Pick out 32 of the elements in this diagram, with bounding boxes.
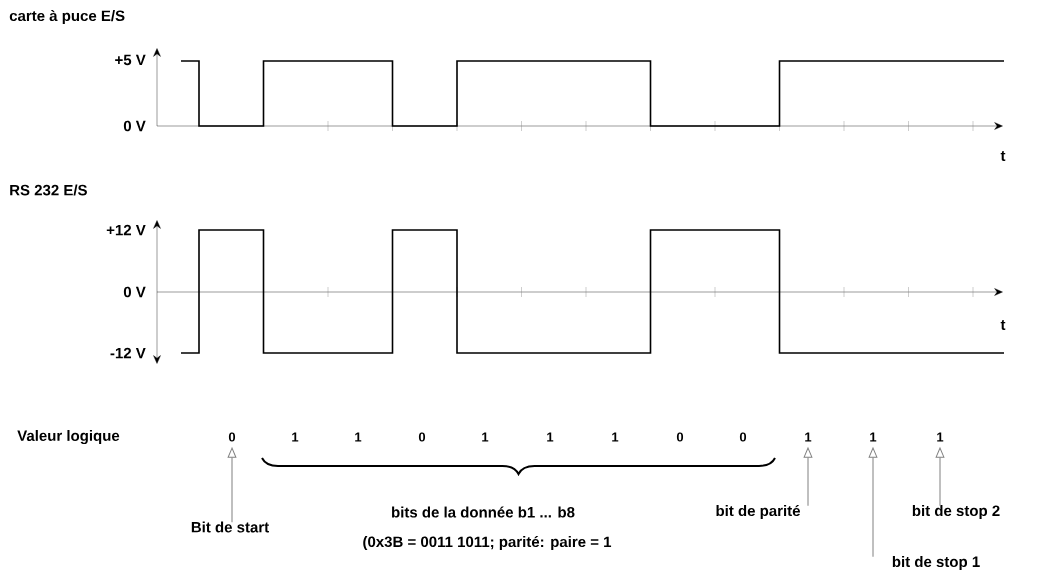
bit-value: 0	[739, 432, 747, 442]
bit-value: 1	[937, 432, 944, 442]
voltage-label: +5 V	[115, 54, 146, 66]
bit-value: 0	[228, 432, 236, 442]
bit-label: bit de parité	[716, 504, 800, 520]
axis-title: carte à puce E/S	[9, 9, 125, 25]
bit-value: 0	[418, 432, 426, 442]
note: (0x3B = 0011 1011; parité: paire = 1	[363, 535, 612, 551]
bit-label: bit de stop 2	[912, 505, 1000, 519]
bit-label: Bit de start	[191, 521, 269, 533]
axis-title: RS 232 E/S	[10, 184, 87, 196]
bit-value: 1	[292, 432, 299, 442]
arrow	[227, 447, 237, 523]
arrow	[803, 447, 813, 507]
bit-value: 1	[805, 432, 812, 442]
arrow	[935, 447, 945, 507]
brace-label: bits de la donnée b1 ... b8	[392, 506, 575, 518]
bit-value: 0	[676, 432, 684, 442]
row-label: Valeur logique	[17, 430, 120, 445]
voltage-label: 0 V	[123, 120, 146, 132]
bit-value: 1	[870, 432, 877, 442]
voltage-label: +12 V	[106, 224, 146, 236]
bit-value: 1	[355, 432, 362, 442]
bit-value: 1	[612, 432, 619, 442]
voltage-label: 0 V	[123, 286, 146, 298]
arrow	[868, 447, 878, 558]
axis-label: t	[1000, 151, 1006, 161]
bit-label: bit de stop 1	[892, 556, 980, 570]
bit-value: 1	[547, 432, 554, 442]
voltage-label: -12 V	[110, 347, 146, 359]
bit-value: 1	[482, 432, 489, 442]
axis-label: t	[1000, 320, 1006, 330]
